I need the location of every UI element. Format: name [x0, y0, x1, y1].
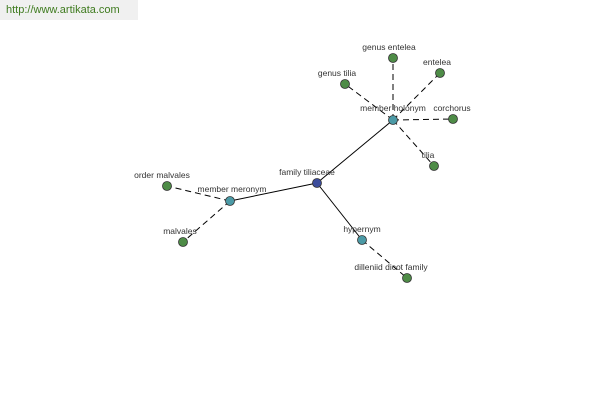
leaf-node-malvales[interactable]	[178, 237, 188, 247]
leaf-node-genus-tilia[interactable]	[340, 79, 350, 89]
leaf-label-entelea: entelea	[423, 57, 451, 67]
leaf-node-genus-entelea[interactable]	[388, 53, 398, 63]
edge-member_meronym	[229, 182, 318, 202]
edge-member_holonym	[316, 119, 394, 184]
site-link[interactable]: http://www.artikata.com	[6, 4, 120, 16]
relation-label-member-holonym: member holonym	[360, 103, 426, 113]
leaf-label-malvales: malvales	[163, 226, 197, 236]
leaf-label-tilia: tilia	[422, 150, 435, 160]
edge-entelea	[392, 72, 441, 121]
leaf-label-dilleniid-dicot-family: dilleniid dicot family	[354, 262, 428, 272]
leaf-label-genus-entelea: genus entelea	[362, 42, 416, 52]
edge-genus_tilia	[344, 83, 394, 121]
site-banner: http://www.artikata.com	[0, 0, 138, 20]
edge-hypernym	[316, 182, 363, 241]
graph-labels: family tiliaceae member holonym member mer…	[134, 42, 471, 272]
relation-node-member-meronym[interactable]	[225, 196, 235, 206]
edge-tilia	[392, 119, 435, 167]
graph-nodes	[162, 53, 458, 283]
leaf-node-tilia[interactable]	[429, 161, 439, 171]
leaf-node-order-malvales[interactable]	[162, 181, 172, 191]
edge-corchorus	[392, 118, 454, 121]
edge-dilleniid_dicot_family	[361, 239, 408, 279]
relation-label-member-meronym: member meronym	[198, 184, 267, 194]
graph-edges	[166, 58, 454, 279]
root-label: family tiliaceae	[279, 167, 335, 177]
leaf-label-corchorus: corchorus	[433, 103, 470, 113]
root-node[interactable]	[312, 178, 322, 188]
leaf-label-order-malvales: order malvales	[134, 170, 190, 180]
leaf-node-corchorus[interactable]	[448, 114, 458, 124]
relation-label-hypernym: hypernym	[343, 224, 380, 234]
leaf-node-entelea[interactable]	[435, 68, 445, 78]
relation-node-hypernym[interactable]	[357, 235, 367, 245]
leaf-node-dilleniid-dicot-family[interactable]	[402, 273, 412, 283]
edge-order_malvales	[166, 185, 231, 202]
leaf-label-genus-tilia: genus tilia	[318, 68, 357, 78]
relation-node-member-holonym[interactable]	[388, 115, 398, 125]
edge-malvales	[182, 200, 231, 243]
